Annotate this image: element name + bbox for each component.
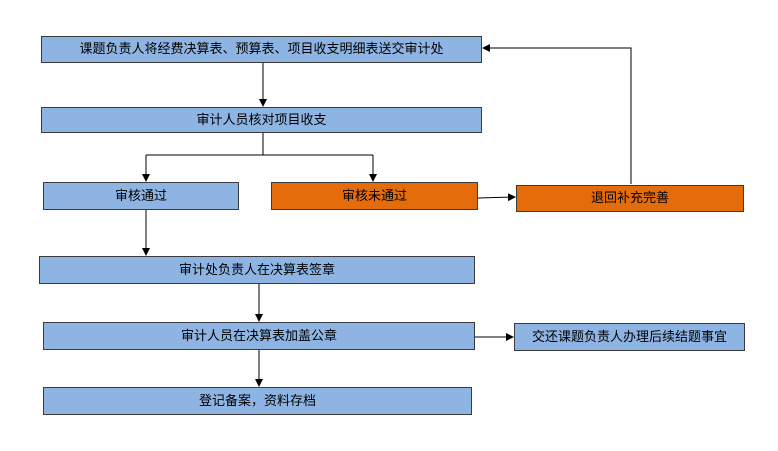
node-audit-review-label: 审计人员核对项目收支 [196, 112, 327, 128]
node-handover: 交还课题负责人办理后续结题事宜 [514, 323, 745, 351]
node-submit-to-audit-label: 课题负责人将经费决算表、预算表、项目收支明细表送交审计处 [79, 42, 444, 57]
node-director-sign: 审计处负责人在决算表签章 [39, 256, 475, 284]
node-rejected: 审核未通过 [271, 182, 478, 210]
node-handover-label: 交还课题负责人办理后续结题事宜 [531, 329, 727, 345]
node-approved: 审核通过 [43, 182, 239, 210]
node-submit-to-audit: 课题负责人将经费决算表、预算表、项目收支明细表送交审计处 [41, 36, 482, 63]
arrow-return-to-submit [482, 44, 632, 184]
node-director-sign-label: 审计处负责人在决算表签章 [178, 262, 335, 278]
node-official-seal-label: 审计人员在决算表加盖公章 [180, 328, 337, 344]
node-rejected-label: 审核未通过 [341, 188, 407, 204]
node-archive: 登记备案，资料存档 [43, 387, 472, 415]
node-return-supplement: 退回补充完善 [516, 185, 744, 212]
arrow-rejected-to-return [477, 193, 516, 202]
node-audit-review: 审计人员核对项目收支 [41, 107, 482, 133]
node-return-supplement-label: 退回补充完善 [590, 191, 669, 206]
node-approved-label: 审核通过 [114, 188, 167, 204]
node-official-seal: 审计人员在决算表加盖公章 [43, 322, 475, 350]
node-archive-label: 登记备案，资料存档 [198, 393, 316, 409]
